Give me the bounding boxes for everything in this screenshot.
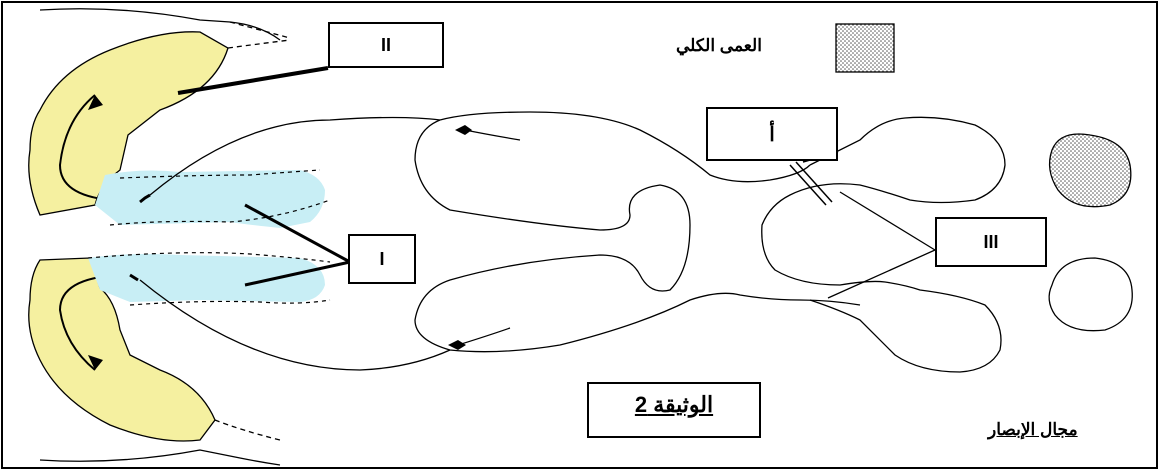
lower-visual-cortex bbox=[28, 257, 216, 442]
leader-II bbox=[177, 66, 329, 95]
left-eye-field-blind bbox=[1048, 133, 1132, 208]
lower-cortex-arrow bbox=[58, 274, 121, 371]
upper-optic-tract-line bbox=[149, 116, 441, 196]
leader-I-lower bbox=[244, 260, 351, 287]
upper-optic-radiation bbox=[95, 170, 325, 228]
upper-cortex-arrow bbox=[58, 94, 111, 201]
lower-geniculate-body bbox=[448, 340, 466, 350]
lesion-cut-1 bbox=[789, 164, 827, 206]
upper-visual-cortex bbox=[28, 31, 229, 216]
visual-field-caption: مجال الإبصار bbox=[988, 420, 1078, 439]
leader-III-lower bbox=[827, 249, 936, 299]
leader-I-upper bbox=[244, 203, 351, 264]
legend-swatch bbox=[835, 23, 895, 73]
optic-chiasm-and-nerves bbox=[761, 116, 1006, 373]
label-A: أ bbox=[706, 107, 838, 161]
label-I: I bbox=[348, 234, 416, 284]
label-II: II bbox=[328, 22, 444, 68]
upper-geniculate-body bbox=[455, 125, 472, 135]
lower-optic-tract-line bbox=[139, 279, 451, 371]
upper-brain-outline bbox=[39, 8, 281, 41]
legend-text: العمى الكلي bbox=[676, 36, 762, 55]
upper-optic-tract bbox=[439, 111, 811, 183]
thalamus-outline bbox=[414, 119, 861, 353]
leader-III-upper bbox=[839, 191, 936, 251]
lower-optic-radiation bbox=[88, 254, 325, 302]
lower-brain-outline bbox=[39, 449, 281, 466]
document-title: الوثيقة 2 bbox=[634, 392, 714, 417]
lesion-cut-2 bbox=[795, 161, 833, 203]
label-III: III bbox=[935, 217, 1047, 267]
document-title-box bbox=[587, 382, 761, 438]
right-eye-field-normal bbox=[1048, 257, 1133, 332]
